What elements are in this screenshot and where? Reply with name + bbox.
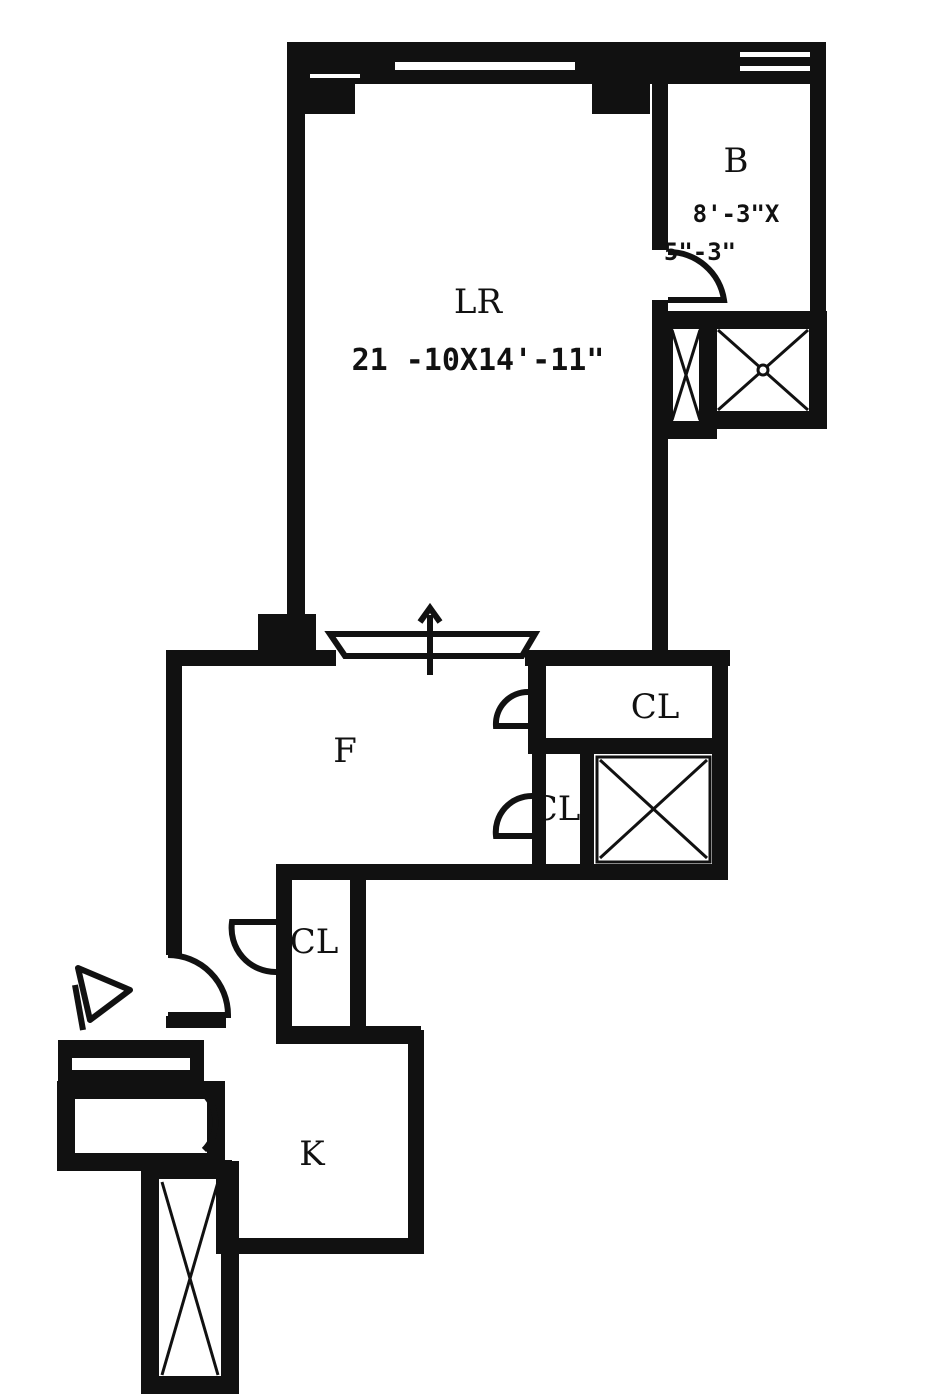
closet-middle-label: CL xyxy=(532,789,581,829)
closet-upper-walls xyxy=(492,658,728,754)
entry-door xyxy=(166,952,232,1028)
entry-arrow-icon xyxy=(72,965,133,1031)
closet-middle-walls xyxy=(492,754,594,864)
bedroom-dimensions-line2: 5"-3" xyxy=(664,238,736,266)
closet-lower-label: CL xyxy=(290,922,339,962)
living-room-dimensions: 21 -10X14'-11" xyxy=(352,343,605,378)
shaft-middle xyxy=(595,755,712,864)
kitchen-walls xyxy=(57,1030,424,1254)
foyer-walls xyxy=(166,614,730,1034)
bedroom-door xyxy=(667,248,728,303)
shaft-lower xyxy=(141,1161,239,1394)
bedroom-dimensions-line1: 8'-3"X xyxy=(693,200,780,228)
bedroom-label: B xyxy=(724,141,749,181)
closet-upper-label: CL xyxy=(631,687,680,727)
foyer-label: F xyxy=(333,731,357,771)
shaft-upper xyxy=(655,311,827,439)
foyer-archway xyxy=(324,602,541,675)
kitchen-label: K xyxy=(299,1134,325,1174)
living-room-label: LR xyxy=(454,282,504,322)
